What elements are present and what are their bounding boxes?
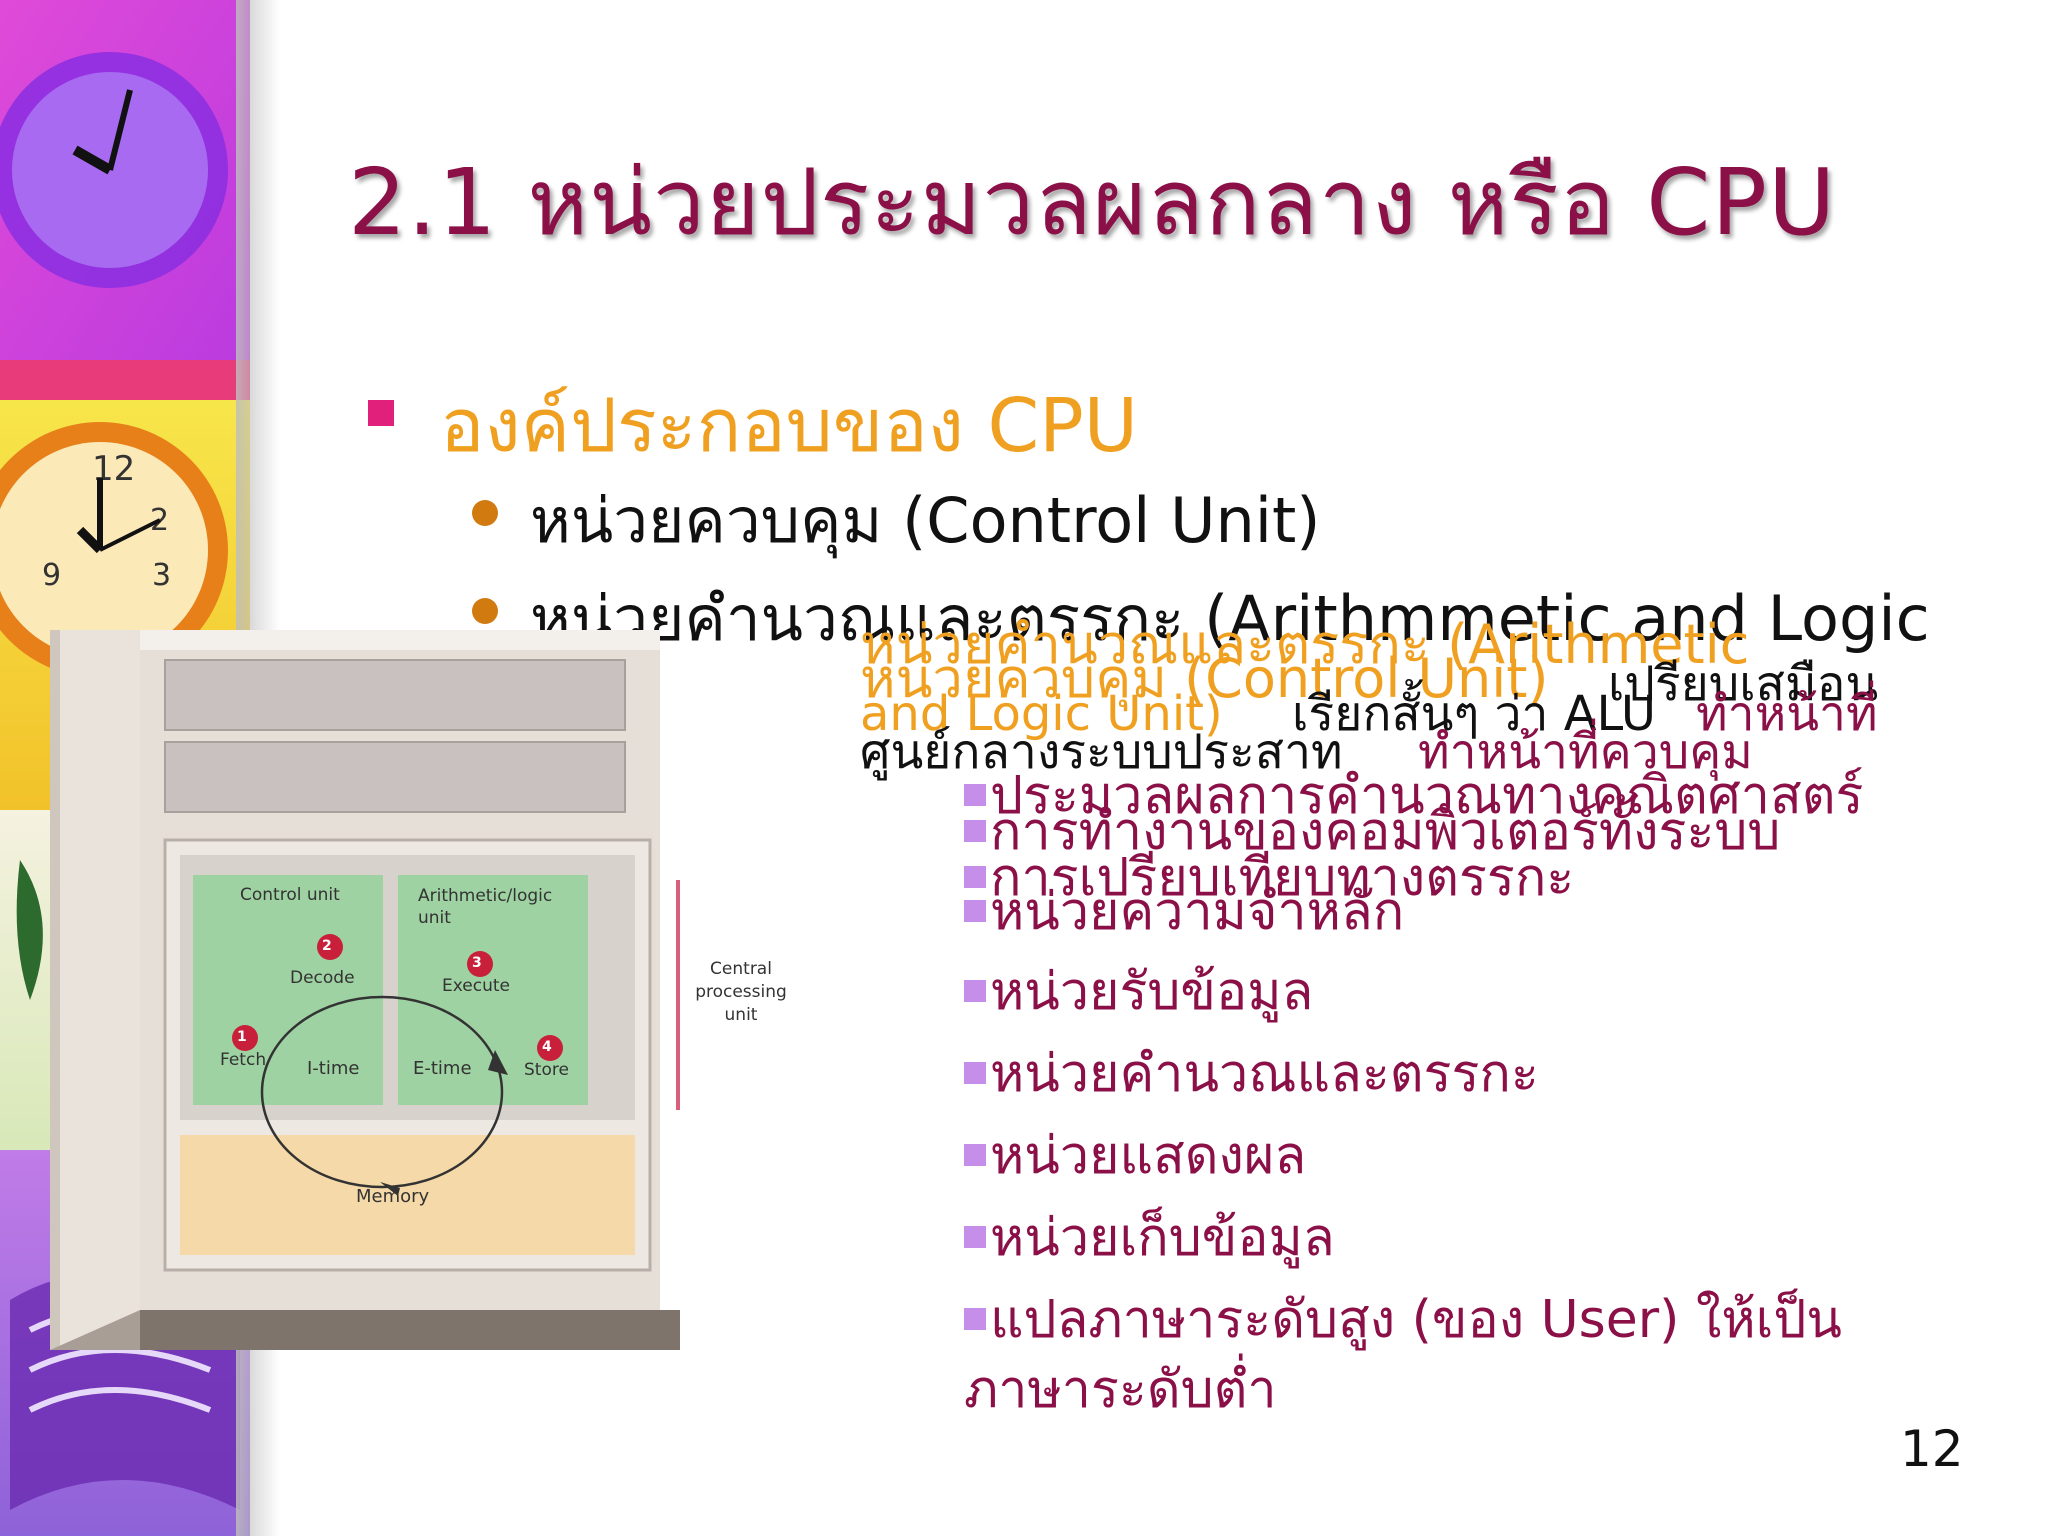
- diagram-label-decode: Decode: [290, 968, 355, 988]
- list-item-text: แปลภาษาระดับสูง (ของ User) ให้เป็น: [990, 1290, 1842, 1350]
- list-square-icon: [964, 980, 986, 1002]
- svg-text:3: 3: [152, 558, 171, 593]
- list-item-continuation: ภาษาระดับต่ำ: [964, 1360, 1277, 1420]
- diagram-step-1: 1: [237, 1029, 247, 1045]
- list-item-text: หน่วยคำนวณและตรรกะ: [990, 1044, 1539, 1104]
- overlay-cu-heading: หน่วยควบคุม (Control Unit): [860, 647, 1549, 710]
- overlay-alu-heading: หน่วยคำนวณและตรรกะ (Arithmetic: [860, 613, 1750, 676]
- overlay-cu-item-2: หน่วยความจำหลัก: [964, 886, 1404, 938]
- diagram-label-fetch: Fetch: [220, 1050, 267, 1070]
- cpu-diagram-image: [50, 630, 680, 1350]
- diagram-label-memory: Memory: [356, 1186, 430, 1207]
- list-item: หน่วยรับข้อมูล: [964, 966, 1313, 1018]
- diagram-label-itime: I-time: [307, 1058, 360, 1079]
- overlay-alu-duty: ทำหน้าที่: [1696, 686, 1878, 742]
- list-square-icon: [964, 1226, 986, 1248]
- list-item-text: หน่วยเก็บข้อมูล: [990, 1208, 1335, 1268]
- list-item: หน่วยเก็บข้อมูล: [964, 1212, 1335, 1264]
- overlay-cu-item-2-text: หน่วยความจำหลัก: [990, 882, 1405, 942]
- list-square-icon: [964, 900, 986, 922]
- list-item: หน่วยแสดงผล: [964, 1130, 1306, 1182]
- overlay-cu-item-1: การทำงานของคอมพิวเตอร์ทั้งระบบ: [964, 806, 1780, 858]
- overlay-cu-center: ศูนย์กลางระบบประสาท: [860, 724, 1343, 780]
- bullet-square-icon: [368, 400, 394, 426]
- list-square-icon: [964, 784, 986, 806]
- page-number: 12: [1900, 1420, 1964, 1478]
- svg-text:9: 9: [42, 558, 61, 593]
- bullet-dot-icon: [472, 500, 498, 526]
- diagram-label-execute: Execute: [442, 976, 510, 996]
- sub-bullet-control-unit: หน่วยควบคุม (Control Unit): [530, 484, 1321, 557]
- list-item-text: หน่วยแสดงผล: [990, 1126, 1307, 1186]
- diagram-label-control-unit: Control unit: [240, 885, 340, 905]
- overlay-cu-duty: ทำหน้าที่ควบคุม: [1418, 724, 1753, 780]
- overlay-alu-short: เรียกสั้นๆ ว่า ALU: [1292, 686, 1657, 742]
- overlay-alu-heading-2: and Logic Unit): [860, 686, 1223, 742]
- overlay-alu-item-1: ประมวลผลการคำนวณทางคณิตศาสตร์: [964, 770, 1863, 822]
- slide-title: 2.1 หน่วยประมวลผลกลาง หรือ CPU: [348, 149, 1837, 256]
- diagram-label-alu: Arithmetic/logic unit: [418, 886, 553, 929]
- diagram-step-2: 2: [322, 938, 332, 954]
- list-square-icon: [964, 820, 986, 842]
- list-item-text: หน่วยรับข้อมูล: [990, 962, 1314, 1022]
- overlay-alu-item-1-text: ประมวลผลการคำนวณทางคณิตศาสตร์: [990, 766, 1864, 826]
- overlay-alu-item-2: การเปรียบเทียบทางตรรกะ: [964, 852, 1574, 904]
- list-item: แปลภาษาระดับสูง (ของ User) ให้เป็น: [964, 1294, 1842, 1346]
- list-item: หน่วยคำนวณและตรรกะ: [964, 1048, 1539, 1100]
- bullet-cpu-components: องค์ประกอบของ CPU: [440, 383, 1138, 469]
- list-square-icon: [964, 866, 986, 888]
- bullet-dot-icon: [472, 598, 498, 624]
- overlay-cu-compare: เปรียบเสมือน: [1608, 656, 1879, 712]
- list-square-icon: [964, 1308, 986, 1330]
- overlay-alu-item-2-text: การเปรียบเทียบทางตรรกะ: [990, 848, 1575, 908]
- list-square-icon: [964, 1062, 986, 1084]
- diagram-label-etime: E-time: [413, 1058, 472, 1079]
- diagram-label-cpu: Central processing unit: [695, 959, 787, 1025]
- diagram-step-3: 3: [472, 955, 482, 971]
- sub-bullet-alu: หน่วยคำนวณและตรรกะ (Arithmmetic and Logi…: [530, 582, 1930, 655]
- list-square-icon: [964, 1144, 986, 1166]
- overlay-cu-item-1-text: การทำงานของคอมพิวเตอร์ทั้งระบบ: [990, 802, 1781, 862]
- diagram-label-store: Store: [524, 1060, 569, 1080]
- diagram-step-4: 4: [542, 1039, 552, 1055]
